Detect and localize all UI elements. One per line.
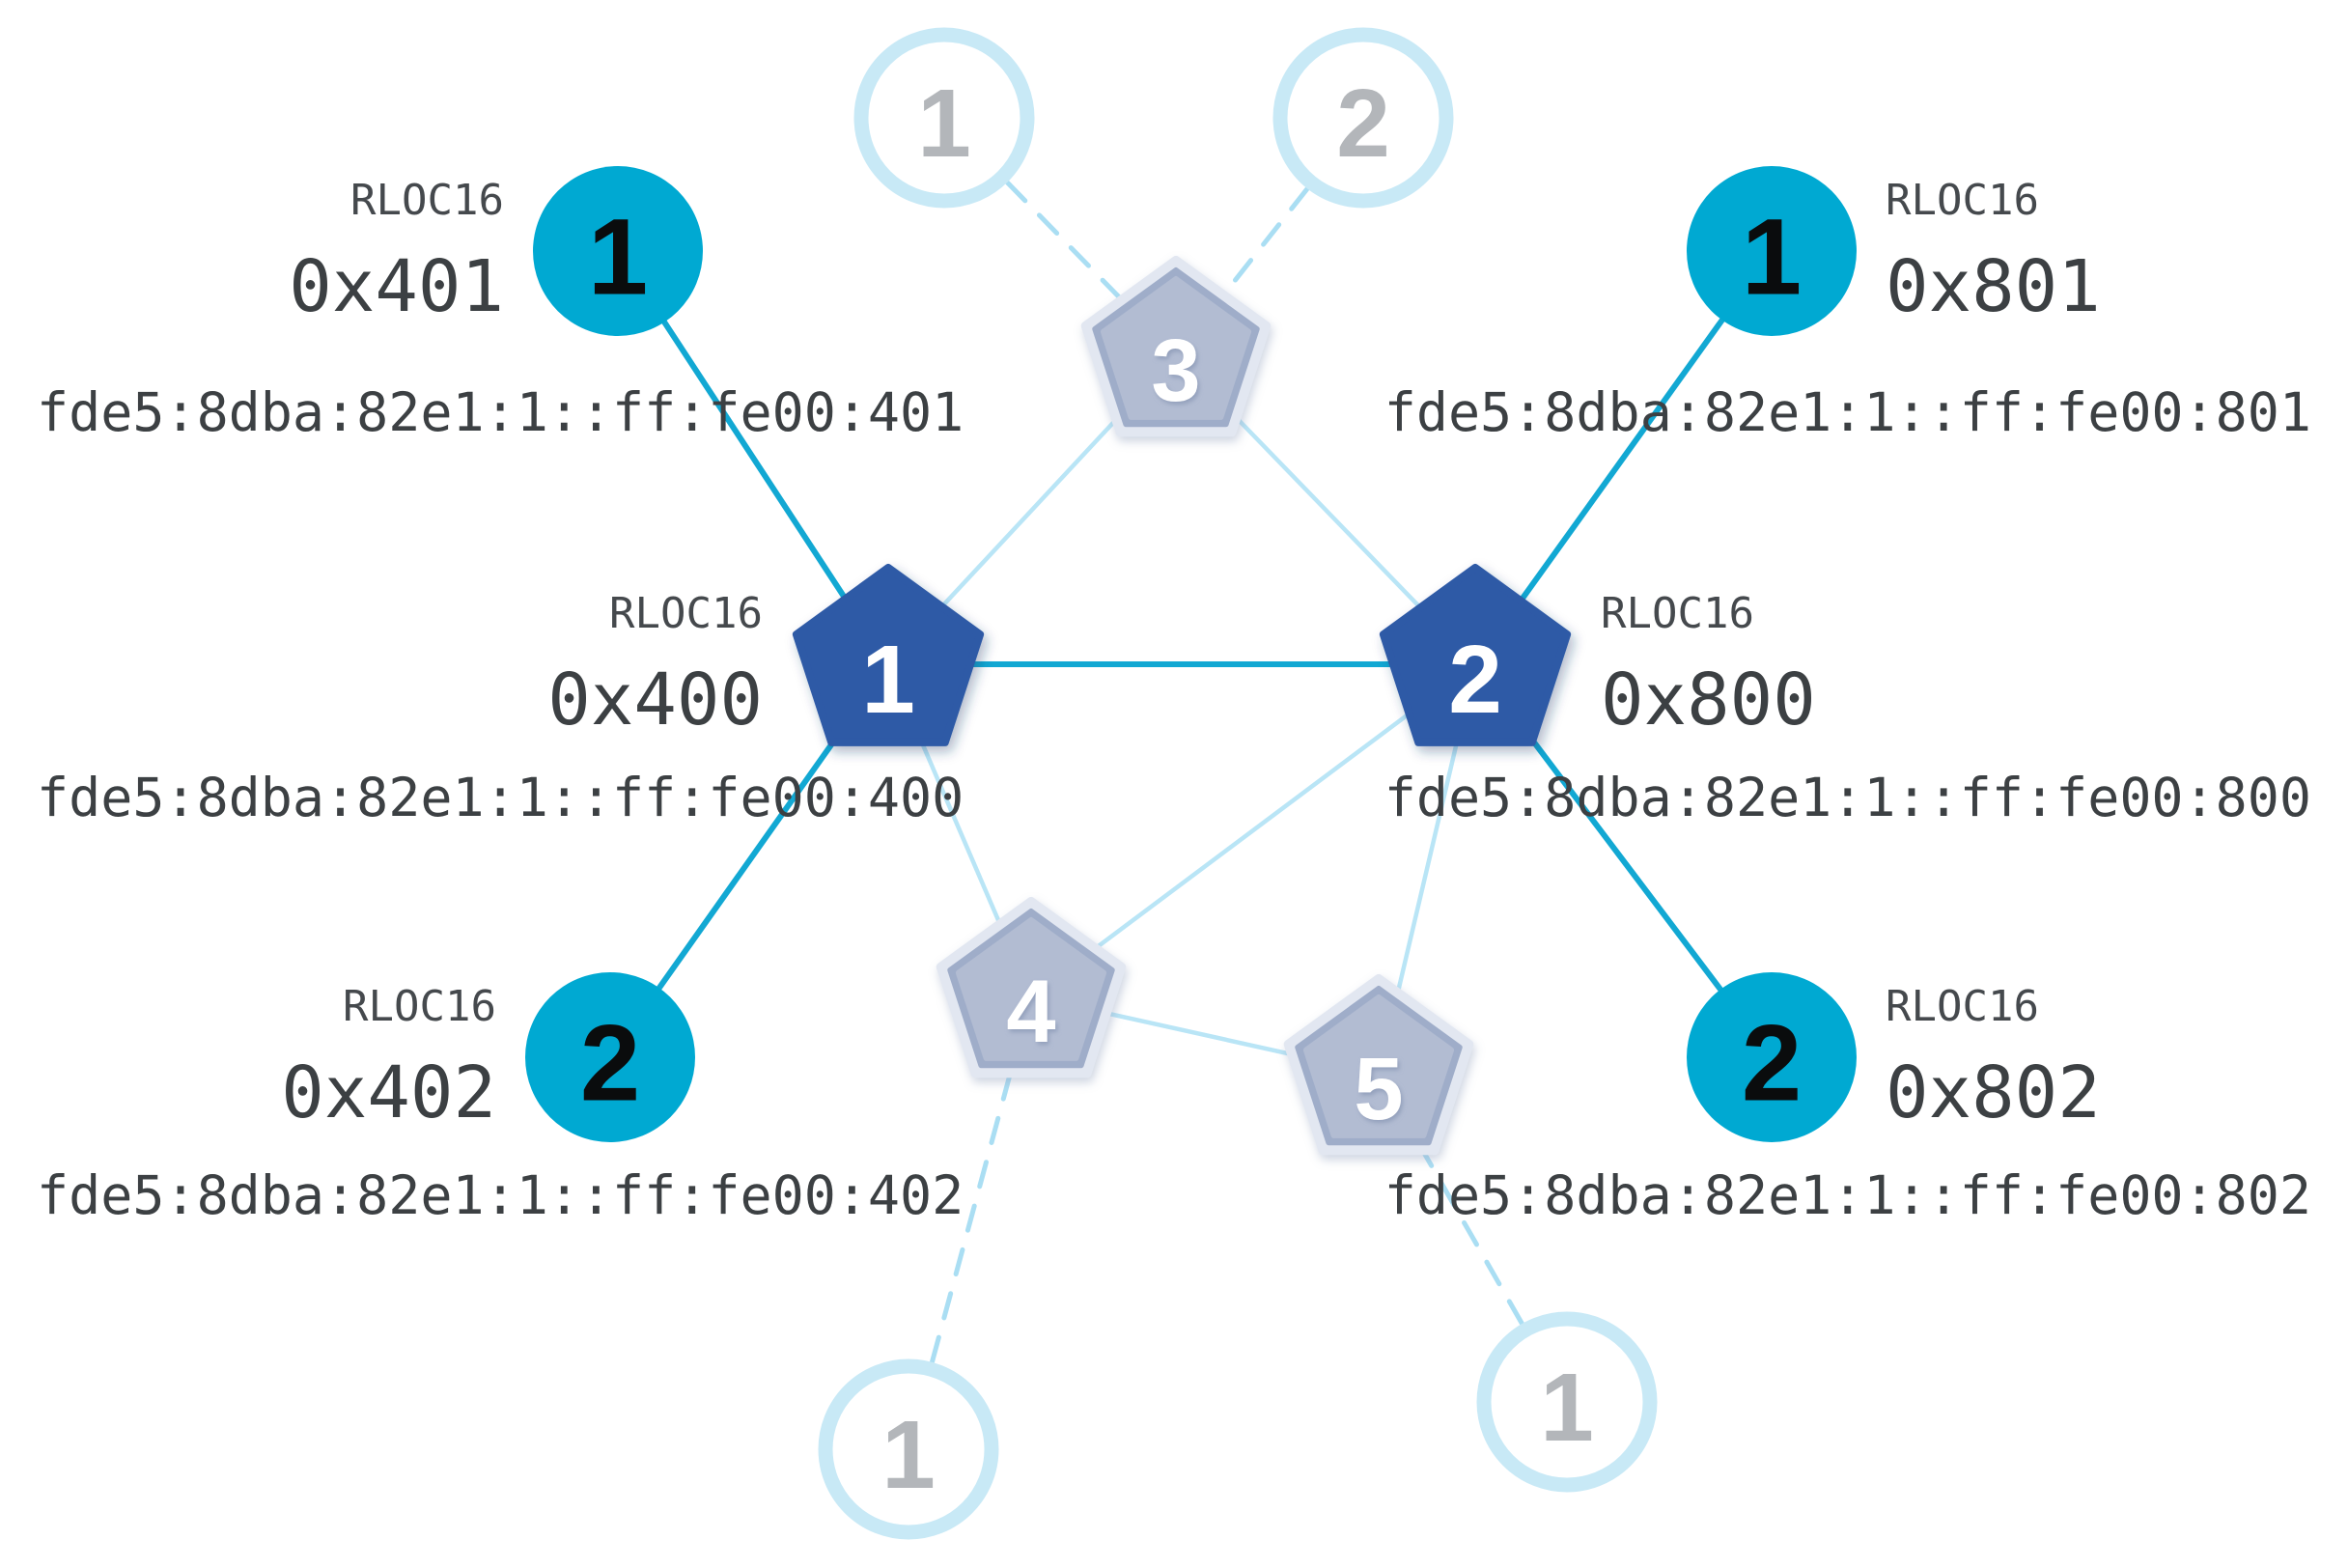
node-number: 2 — [1448, 626, 1502, 734]
child-node-child-b1-faded: 1 — [818, 1358, 999, 1540]
child-circle — [1687, 166, 1857, 336]
node-number: 3 — [1151, 322, 1200, 420]
node-number: 1 — [1742, 197, 1802, 318]
rloc16-label: RLOC16 — [1601, 589, 1754, 638]
labels-layer: RLOC160x401fde5:8dba:82e1:1::ff:fe00:401… — [37, 176, 2311, 1226]
ipv6-address: fde5:8dba:82e1:1::ff:fe00:402 — [37, 1164, 964, 1226]
nodes-layer: 1 2 1 2 1 2 3 4 5 1 2 1 1 — [525, 27, 1857, 1540]
router-pentagon-fill — [1302, 994, 1455, 1138]
edge-router-4-router-800 — [1029, 662, 1477, 998]
router-node-router-5-faded: 5 — [1283, 974, 1474, 1156]
rloc16-label: RLOC16 — [1886, 982, 2039, 1031]
router-pentagon-fill — [1100, 276, 1252, 420]
child-ring — [1476, 1311, 1658, 1493]
node-number: 2 — [1742, 1003, 1802, 1124]
router-pentagon — [792, 564, 985, 746]
router-pentagon — [1379, 564, 1572, 746]
rloc16-label: RLOC16 — [609, 589, 763, 638]
child-node-child-802: 2 — [1687, 972, 1857, 1142]
ipv6-address: fde5:8dba:82e1:1::ff:fe00:401 — [37, 381, 964, 443]
node-number: 5 — [1354, 1040, 1403, 1138]
edge-child-b1-router-4 — [906, 994, 1034, 1452]
rloc16-value: 0x801 — [1886, 245, 2101, 328]
router-node-router-800: 2 — [1379, 564, 1572, 746]
node-number: 1 — [1540, 1354, 1594, 1462]
node-number: 1 — [917, 70, 971, 178]
rloc16-value: 0x802 — [1886, 1051, 2101, 1134]
node-number: 1 — [588, 197, 648, 318]
child-node-child-b2-faded: 1 — [1476, 1311, 1658, 1493]
router-node-router-400: 1 — [792, 564, 985, 746]
child-ring — [818, 1358, 999, 1540]
child-circle — [1687, 972, 1857, 1142]
rloc16-label: RLOC16 — [350, 176, 504, 225]
rloc16-value: 0x401 — [289, 245, 504, 328]
child-node-child-t1-faded: 1 — [853, 27, 1035, 209]
ipv6-address: fde5:8dba:82e1:1::ff:fe00:801 — [1384, 381, 2311, 443]
child-circle — [533, 166, 703, 336]
child-circle — [525, 972, 695, 1142]
ipv6-address: fde5:8dba:82e1:1::ff:fe00:802 — [1384, 1164, 2311, 1226]
router-pentagon-fill — [955, 917, 1107, 1061]
ipv6-address: fde5:8dba:82e1:1::ff:fe00:800 — [1384, 767, 2311, 828]
rloc16-value: 0x400 — [547, 658, 763, 742]
child-node-child-402: 2 — [525, 972, 695, 1142]
rloc16-label: RLOC16 — [343, 982, 496, 1031]
rloc16-label: RLOC16 — [1886, 176, 2039, 225]
node-number: 2 — [580, 1003, 640, 1124]
node-number: 2 — [1336, 70, 1390, 178]
router-node-router-3-faded: 3 — [1080, 256, 1272, 437]
rloc16-value: 0x800 — [1601, 658, 1816, 742]
node-number: 4 — [1006, 963, 1055, 1061]
router-node-router-4-faded: 4 — [936, 897, 1127, 1078]
node-number: 1 — [861, 626, 915, 734]
rloc16-value: 0x402 — [281, 1051, 496, 1134]
child-node-child-801: 1 — [1687, 166, 1857, 336]
node-number: 1 — [881, 1401, 936, 1509]
ipv6-address: fde5:8dba:82e1:1::ff:fe00:400 — [37, 767, 964, 828]
child-ring — [853, 27, 1035, 209]
child-node-child-401: 1 — [533, 166, 703, 336]
child-node-child-t2-faded: 2 — [1272, 27, 1454, 209]
child-ring — [1272, 27, 1454, 209]
